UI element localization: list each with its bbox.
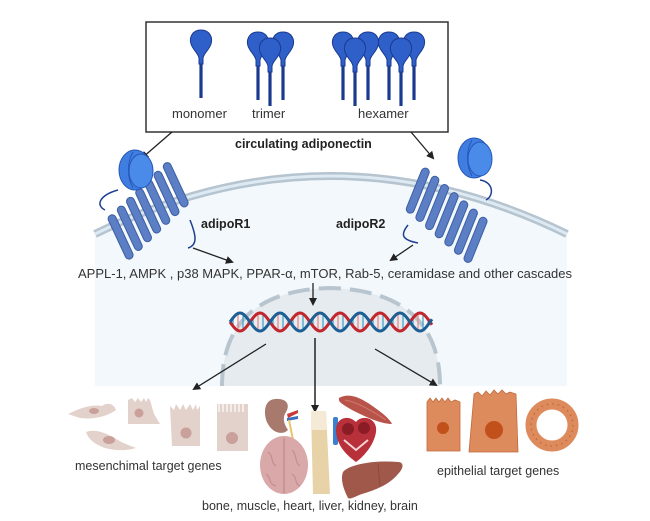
dna-icon [228,311,434,333]
arrow-adipor1-to-cascades [192,247,234,264]
dna-strand-blue [228,311,434,333]
adipor1-label: adipoR1 [201,217,251,231]
dna-strand-red [228,311,434,333]
mesenchymal-target-genes-label: mesenchimal target genes [75,459,222,473]
arrow-adipor2-to-cascades [389,244,414,262]
nucleus [222,288,440,386]
epithelial-cells-icon [426,389,579,453]
brain-icon [260,436,308,494]
hexamer-label: hexamer [358,106,409,121]
organs-label: bone, muscle, heart, liver, kidney, brai… [202,499,418,513]
arrow-to-adipor1 [140,131,173,160]
adipor2-receptor-icon [402,137,493,265]
trimer-label: trimer [252,106,286,121]
cell [93,172,569,387]
arrow-to-mesenchymal [192,343,267,391]
monomer-label: monomer [172,106,227,121]
signaling-cascades-text: APPL-1, AMPK , p38 MAPK, PPAR-α, mTOR, R… [78,266,573,281]
epithelial-target-genes-label: epithelial target genes [437,464,560,478]
circulating-adiponectin-title: circulating adiponectin [235,137,372,151]
mesenchymal-cells-icon [68,398,248,451]
adipor2-label: adipoR2 [336,217,386,231]
muscle-icon [338,395,392,424]
arrow-to-epithelial [374,348,438,387]
arrow-to-adipor2 [410,131,435,160]
bone-icon [311,411,330,494]
adipor1-receptor-icon [99,149,196,261]
nuclear-envelope [220,285,442,387]
kidney-icon [264,398,298,440]
heart-icon [333,417,377,462]
liver-icon [341,461,403,499]
